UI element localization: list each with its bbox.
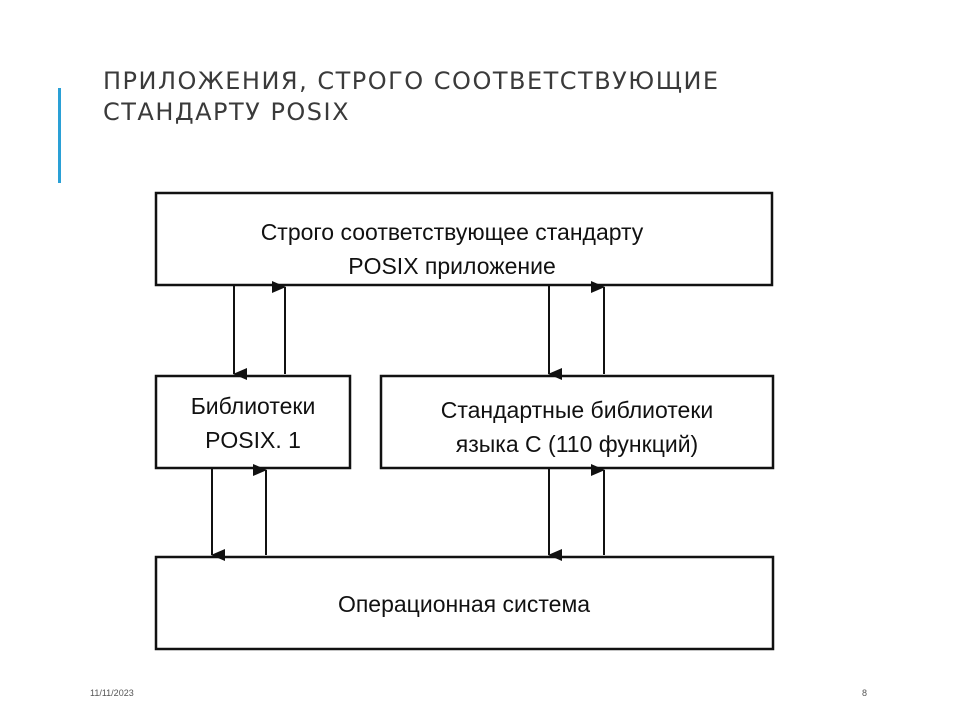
posix-lib-label-line-2: POSIX. 1 — [205, 427, 301, 453]
app-box-label-line-1: Строго соответствующее стандарту — [261, 219, 644, 245]
os-box: Операционная система — [154, 555, 775, 651]
slide-title-line-2: СТАНДАРТУ POSIX — [103, 98, 351, 126]
c-lib-box: Стандартные библиотеки языка С (110 функ… — [379, 374, 775, 470]
slide-page-number: 8 — [862, 688, 868, 698]
slide-date: 11/11/2023 — [90, 688, 134, 698]
c-lib-label-line-2: языка С (110 функций) — [456, 431, 698, 457]
slide-title-line-1: ПРИЛОЖЕНИЯ, СТРОГО СООТВЕТСТВУЮЩИЕ — [103, 67, 720, 95]
slide-title: ПРИЛОЖЕНИЯ, СТРОГО СООТВЕТСТВУЮЩИЕ СТАНД… — [103, 66, 863, 128]
c-lib-label-line-1: Стандартные библиотеки — [441, 397, 714, 423]
posix-lib-label-line-1: Библиотеки — [191, 393, 316, 419]
os-box-label: Операционная система — [338, 591, 590, 617]
posix-lib-box: Библиотеки POSIX. 1 — [154, 374, 352, 470]
app-box-label-line-2: POSIX приложение — [348, 253, 556, 279]
app-box: Строго соответствующее стандарту POSIX п… — [154, 191, 774, 287]
title-accent-bar — [58, 88, 61, 183]
